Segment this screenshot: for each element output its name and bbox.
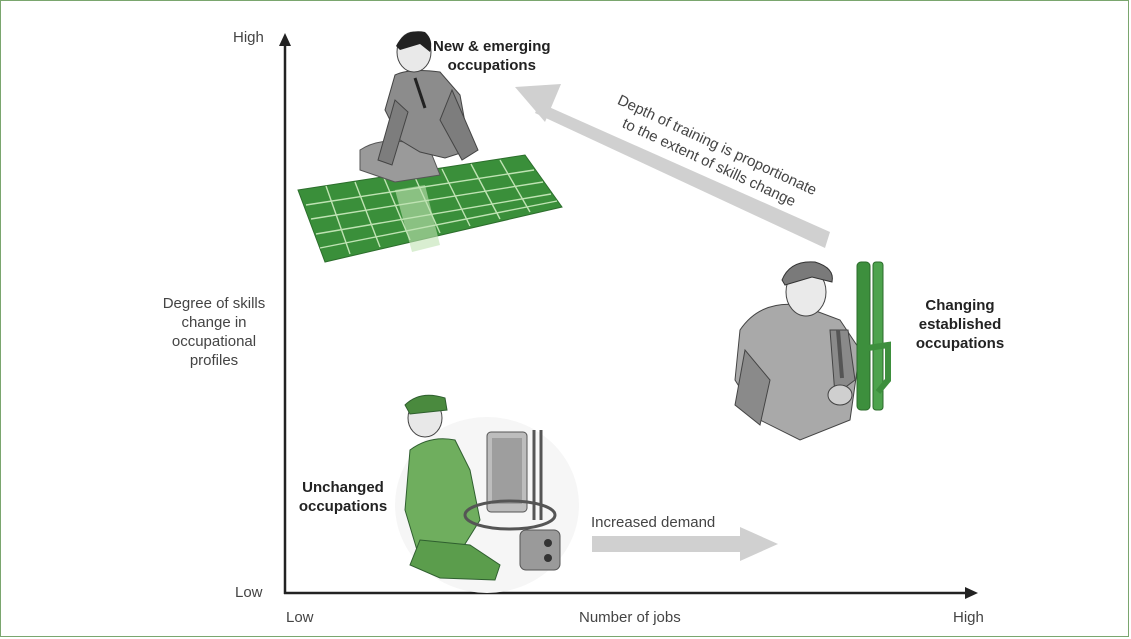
demand-arrow-label: Increased demand xyxy=(591,514,716,531)
changing-label-line: occupations xyxy=(915,335,1005,352)
unchanged-label: Unchanged occupations xyxy=(288,478,398,516)
changing-label-line: established xyxy=(918,316,1002,333)
y-title-line: change in xyxy=(181,314,247,331)
x-axis-low-label: Low xyxy=(286,609,314,626)
x-axis xyxy=(284,587,978,599)
driver-illustration xyxy=(395,394,579,593)
demand-arrow xyxy=(592,527,778,561)
new-label-line: occupations xyxy=(447,57,536,74)
y-axis-low-label: Low xyxy=(235,584,263,601)
new-label-line: New & emerging xyxy=(433,38,551,55)
unchanged-label-line: Unchanged xyxy=(302,479,384,496)
new-emerging-label: New & emerging occupations xyxy=(433,37,551,75)
y-axis-high-label: High xyxy=(233,29,264,46)
x-axis-title: Number of jobs xyxy=(579,609,681,626)
solar-worker-illustration xyxy=(297,31,563,263)
training-arrow xyxy=(515,84,830,248)
y-title-line: occupational xyxy=(171,333,257,350)
changing-established-label: Changing established occupations xyxy=(910,296,1010,353)
y-axis-title: Degree of skills change in occupational … xyxy=(150,294,278,370)
y-title-line: Degree of skills xyxy=(162,295,266,312)
x-axis-high-label: High xyxy=(953,609,984,626)
mechanic-illustration xyxy=(734,261,891,441)
y-title-line: profiles xyxy=(189,352,239,369)
unchanged-label-line: occupations xyxy=(298,498,388,515)
y-axis xyxy=(279,33,291,594)
changing-label-line: Changing xyxy=(925,297,995,314)
y-axis-arrowhead xyxy=(279,33,291,46)
x-axis-arrowhead xyxy=(965,587,978,599)
